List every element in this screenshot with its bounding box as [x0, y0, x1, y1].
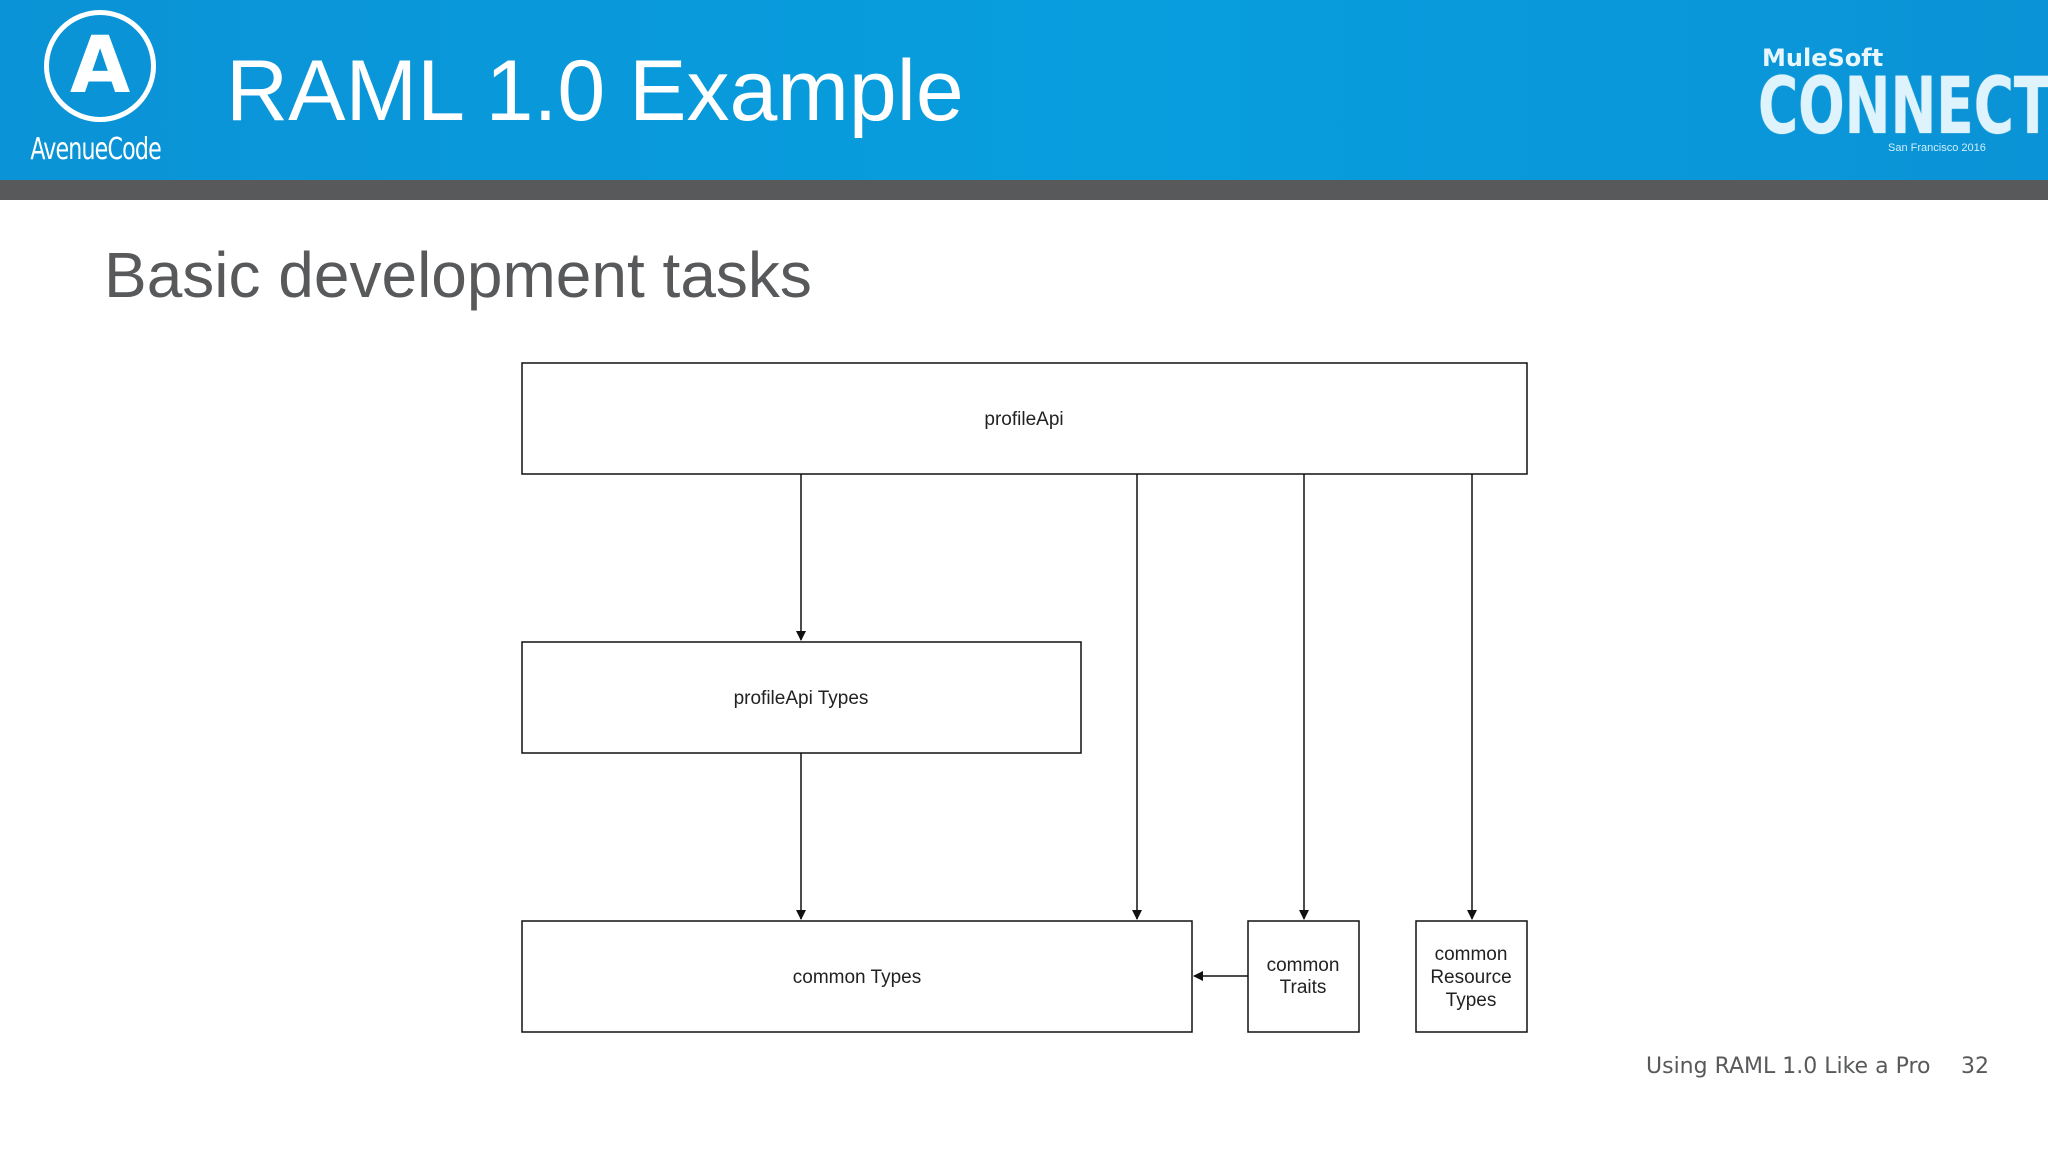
avenuecode-logo-text: AvenueCode — [30, 132, 161, 167]
node-profileapi: profileApi — [521, 362, 1528, 475]
page-title: RAML 1.0 Example — [226, 43, 964, 139]
node-common-resource-types-label-line1: common — [1435, 944, 1508, 965]
header-banner: A AvenueCode RAML 1.0 Example MuleSoft C… — [0, 0, 2048, 180]
node-common-types: common Types — [521, 920, 1193, 1033]
avenuecode-logo-circle: A — [44, 10, 156, 122]
logo-letter: A — [69, 21, 131, 111]
node-profileapi-label: profileApi — [984, 409, 1063, 430]
connect-brand: CONNECT — [1758, 62, 2048, 152]
node-profileapi-types: profileApi Types — [521, 641, 1082, 754]
header-divider-bar — [0, 180, 2048, 200]
node-profileapi-types-label: profileApi Types — [734, 688, 869, 709]
node-common-traits: common Traits — [1247, 920, 1360, 1033]
node-common-traits-label-line2: Traits — [1280, 977, 1327, 998]
page-number: 32 — [1961, 1054, 1989, 1079]
node-common-resource-types-label-line3: Types — [1446, 990, 1497, 1011]
slide-subtitle: Basic development tasks — [104, 239, 812, 311]
node-common-resource-types: common Resource Types — [1415, 920, 1528, 1033]
avenuecode-logo: A AvenueCode — [30, 6, 190, 171]
node-common-types-label: common Types — [793, 967, 921, 988]
footer-text: Using RAML 1.0 Like a Pro — [1646, 1054, 1931, 1079]
connect-brand-sub: San Francisco 2016 — [1888, 142, 1986, 154]
node-common-traits-label-line1: common — [1267, 955, 1340, 976]
node-common-resource-types-label-line2: Resource — [1430, 967, 1511, 988]
mulesoft-connect-logo: MuleSoft CONNECT San Francisco 2016 — [1752, 38, 2048, 168]
mulesoft-brand: MuleSoft — [1762, 44, 1884, 72]
